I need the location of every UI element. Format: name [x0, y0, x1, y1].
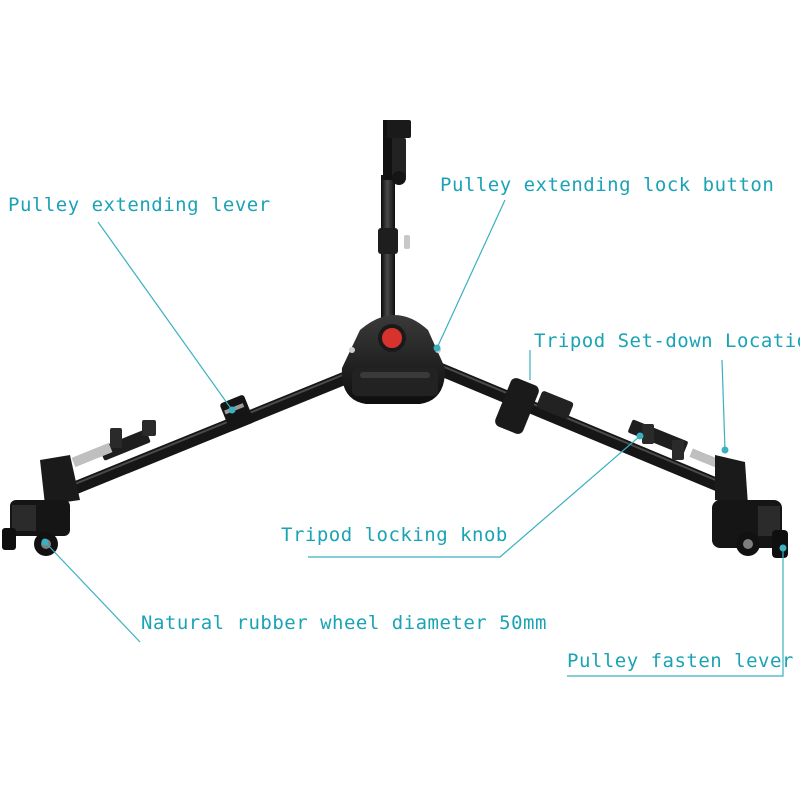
callout-lines [44, 199, 784, 677]
center-hub [341, 315, 446, 404]
callout-tripod-set-down-location: Tripod Set-down Location [534, 330, 800, 352]
center-lock-button [380, 326, 404, 350]
right-leg [423, 358, 737, 497]
left-leg [63, 365, 367, 497]
left-wheel-assembly [2, 455, 80, 556]
callout-pulley-extending-lock-button: Pulley extending lock button [440, 174, 775, 196]
callout-tripod-locking-knob: Tripod locking knob [281, 524, 508, 546]
callout-natural-rubber-wheel: Natural rubber wheel diameter 50mm [141, 612, 547, 634]
callout-pulley-fasten-lever: Pulley fasten lever [567, 650, 794, 672]
right-wheel-assembly [712, 455, 788, 558]
callout-dots [41, 344, 787, 552]
callout-pulley-extending-lever: Pulley extending lever [8, 194, 271, 216]
upper-leg [378, 120, 411, 335]
